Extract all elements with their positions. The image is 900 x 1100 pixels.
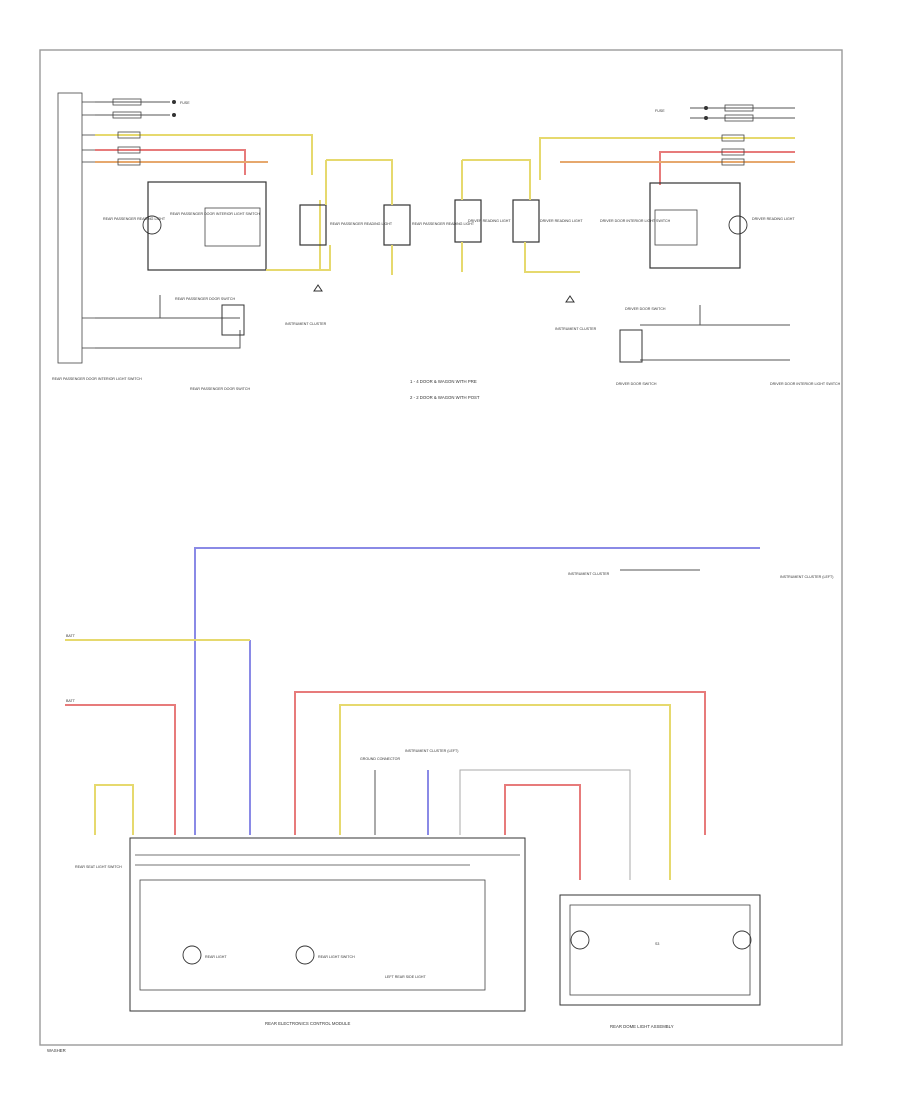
top-left-section: FUSE REAR PASSENGER READING LIGHT REAR P… xyxy=(52,92,475,391)
wire-tag-4 xyxy=(117,146,141,154)
splice-dot-1 xyxy=(172,100,176,104)
right-switch-caption: DRIVER DOOR SWITCH xyxy=(616,382,657,386)
wire-tag-3 xyxy=(117,131,141,139)
dome-unit-caption: REAR DOME LIGHT ASSEMBLY xyxy=(610,1024,674,1029)
right-lamp-module-2 xyxy=(512,199,540,243)
legend: 1 - 4 DOOR & WAGON WITH PRE 2 - 2 DOOR &… xyxy=(410,379,480,400)
input-red-wire xyxy=(65,704,176,835)
left-connector-stubs xyxy=(82,101,95,349)
right-door-switch xyxy=(619,329,643,363)
right-red-trunk xyxy=(659,151,795,185)
wire-tag-r3 xyxy=(721,134,745,142)
left-ground-icon xyxy=(313,284,323,292)
wire-tag-2 xyxy=(112,111,142,119)
right-ground-icon xyxy=(565,295,575,303)
left-yellow-bottom xyxy=(300,245,331,271)
input-b-label: BATT xyxy=(66,699,76,703)
dome-lamp-right xyxy=(732,930,752,950)
right-control-block xyxy=(649,182,741,269)
input-a-label: BATT xyxy=(66,634,76,638)
right-module-1-label: DRIVER READING LIGHT xyxy=(468,219,511,223)
dome-unit-inner xyxy=(569,904,751,996)
right-switch-label: DRIVER DOOR SWITCH xyxy=(625,307,666,311)
dome-label: S3 xyxy=(655,942,659,946)
wire-tag-1 xyxy=(112,98,142,106)
wire-tag-r5 xyxy=(721,158,745,166)
lower-right-ref: INSTRUMENT CLUSTER (LEFT) xyxy=(780,575,833,579)
wire-tag-r4 xyxy=(721,148,745,156)
splice-dot-r2 xyxy=(704,116,708,120)
left-lamp-module-1 xyxy=(299,204,327,246)
control-module-label: REAR ELECTRONICS CONTROL MODULE xyxy=(265,1021,350,1026)
legend-line-1: 1 - 4 DOOR & WAGON WITH PRE xyxy=(410,379,477,384)
red-long-wire xyxy=(294,691,706,835)
module-lamp-a xyxy=(182,945,202,965)
left-module-strip xyxy=(57,92,83,364)
left-module-caption: REAR PASSENGER DOOR INTERIOR LIGHT SWITC… xyxy=(52,377,142,381)
right-lamp-module-1 xyxy=(454,199,482,243)
left-module-1-label: REAR PASSENGER READING LIGHT xyxy=(330,222,393,226)
wire-tag-5 xyxy=(117,158,141,166)
module-lamp-b xyxy=(295,945,315,965)
left-switch-label: REAR PASSENGER DOOR SWITCH xyxy=(175,297,235,301)
connector-top2-label: INSTRUMENT CLUSTER (LEFT) xyxy=(405,749,458,753)
right-yellow-bridge xyxy=(462,159,531,200)
left-yellow-bridge xyxy=(326,159,393,205)
wire-tag-r1 xyxy=(724,104,754,112)
wire-tag-r2 xyxy=(724,114,754,122)
diagram-frame xyxy=(39,49,843,1046)
left-yellow-loop xyxy=(266,200,321,271)
module-lamp-b-label: REAR LIGHT SWITCH xyxy=(318,955,355,959)
dome-unit-box xyxy=(559,894,761,1006)
top-right-section: FUSE DRIVER READING LIGHT DRIVER READING… xyxy=(454,104,841,386)
right-lamp-c xyxy=(728,215,748,235)
left-switch-caption: REAR PASSENGER DOOR SWITCH xyxy=(190,387,250,391)
left-control-block xyxy=(147,181,267,271)
bottom-section: INSTRUMENT CLUSTER INSTRUMENT CLUSTER (L… xyxy=(65,547,833,1029)
left-door-switch xyxy=(221,304,245,336)
left-lamp-a-label: REAR PASSENGER READING LIGHT xyxy=(103,217,166,221)
left-red-trunk xyxy=(95,149,246,175)
red-short-wire xyxy=(504,784,581,880)
right-block-label: DRIVER DOOR INTERIOR LIGHT SWITCH xyxy=(600,219,671,223)
gray-short-wire xyxy=(459,769,631,880)
splice-dot-2 xyxy=(172,113,176,117)
left-lamp-a xyxy=(142,215,162,235)
right-fuse-label: FUSE xyxy=(655,109,665,113)
left-fuse-label: FUSE xyxy=(180,101,190,105)
ground-link-label: INSTRUMENT CLUSTER xyxy=(568,572,610,576)
module-inner xyxy=(139,879,486,991)
right-yellow-low-2 xyxy=(524,242,580,273)
module-lamp-a-label: REAR LIGHT xyxy=(205,955,227,959)
right-ground-label: INSTRUMENT CLUSTER xyxy=(555,327,597,331)
left-block-label: REAR PASSENGER DOOR INTERIOR LIGHT SWITC… xyxy=(170,212,260,216)
left-inner-block xyxy=(204,207,261,247)
yellow-long-wire xyxy=(339,704,671,880)
right-yellow-trunk xyxy=(539,137,795,180)
dome-lamp-left xyxy=(570,930,590,950)
right-lamp-c-label: DRIVER READING LIGHT xyxy=(752,217,795,221)
splice-dot-r1 xyxy=(704,106,708,110)
right-module-2-label: DRIVER READING LIGHT xyxy=(540,219,583,223)
legend-line-2: 2 - 2 DOOR & WAGON WITH POST xyxy=(410,395,480,400)
page-label: WASHER xyxy=(47,1048,66,1053)
left-yellow-trunk xyxy=(95,134,313,175)
right-inner-block xyxy=(654,209,698,246)
blue-wire-main xyxy=(194,547,760,835)
control-module-box xyxy=(129,837,526,1012)
left-pigtail-wire xyxy=(94,784,134,835)
connector-top-label: GROUND CONNECTOR xyxy=(360,757,400,761)
left-ground-label: INSTRUMENT CLUSTER xyxy=(285,322,327,326)
lower-pigtail-label: REAR SEAT LIGHT SWITCH xyxy=(75,865,122,869)
module-lamp-c-label: LEFT REAR SIDE LIGHT xyxy=(385,975,426,979)
left-module-2-label: REAR PASSENGER READING LIGHT xyxy=(412,222,475,226)
right-module-caption: DRIVER DOOR INTERIOR LIGHT SWITCH xyxy=(770,382,841,386)
left-switch-wire-2 xyxy=(95,330,241,349)
left-lamp-module-2 xyxy=(383,204,411,246)
